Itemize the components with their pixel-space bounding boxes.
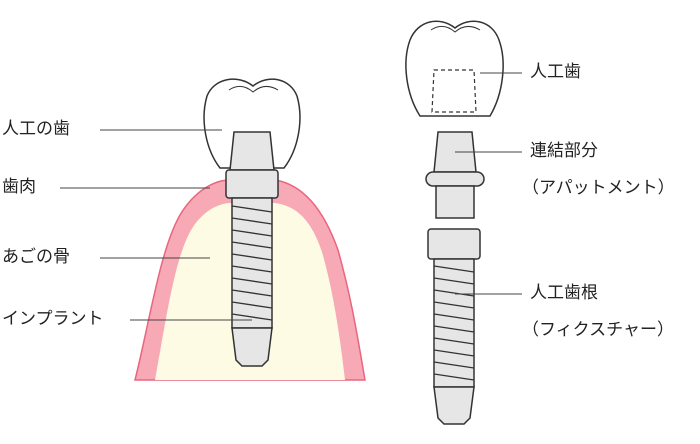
- label-fixture-note: （フィクスチャー）: [522, 320, 674, 340]
- left-leader-lines: [60, 129, 252, 321]
- label-jawbone: あごの骨: [2, 247, 70, 267]
- right-leader-lines: [455, 72, 522, 295]
- left-crown: [203, 78, 301, 169]
- label-crown: 人工歯: [530, 62, 581, 82]
- left-fixture: [231, 197, 273, 367]
- label-abutment: 連結部分: [530, 141, 598, 161]
- label-fixture: 人工歯根: [530, 283, 598, 303]
- right-crown: [405, 20, 504, 117]
- label-gum: 歯肉: [2, 177, 36, 197]
- right-abutment: [425, 131, 485, 219]
- label-artificial-tooth: 人工の歯: [2, 119, 70, 139]
- left-abutment: [225, 131, 279, 199]
- label-implant: インプラント: [2, 309, 104, 329]
- right-fixture: [427, 228, 481, 425]
- label-abutment-note: （アパットメント）: [522, 178, 675, 198]
